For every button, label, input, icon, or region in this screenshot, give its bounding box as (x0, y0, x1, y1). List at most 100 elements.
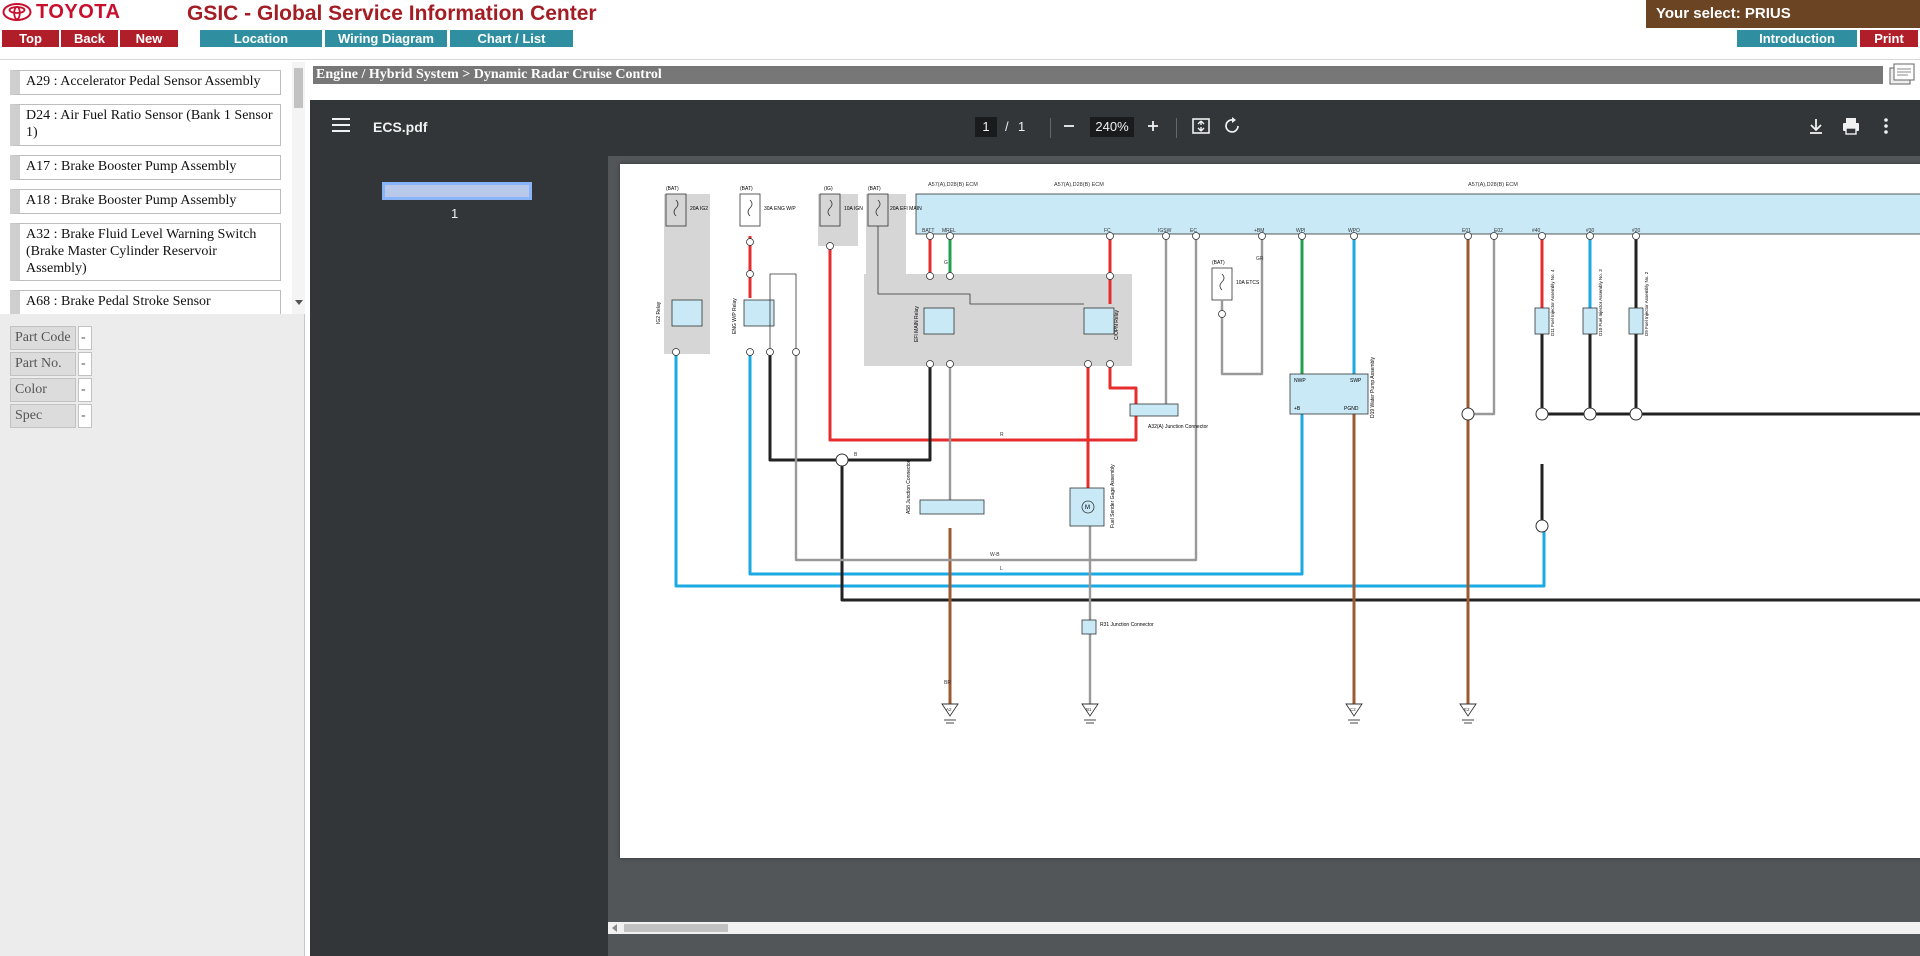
horizontal-scrollbar[interactable] (608, 922, 1920, 934)
toyota-logo[interactable]: TOYOTA (2, 0, 121, 23)
wire-black (1540, 334, 1920, 416)
fuse-name: 30A ENG W/P (764, 206, 796, 212)
pump-pin: NWP (1294, 378, 1306, 384)
splice-nodes (835, 407, 1643, 533)
injector-label: D9 Fuel Injector Assembly No. 2 (1644, 271, 1649, 336)
print-icon[interactable] (1840, 115, 1862, 137)
ecm-block (915, 193, 1920, 235)
ecm-pin-label: #40 (1532, 228, 1541, 234)
list-item[interactable]: A68 : Brake Pedal Stroke Sensor (10, 290, 281, 314)
wire-gray (1468, 236, 1496, 416)
wire-gray (794, 236, 1198, 562)
color-label: Color (10, 378, 76, 402)
chart-list-button[interactable]: Chart / List (450, 30, 573, 47)
zoom-out-icon[interactable] (1058, 115, 1080, 137)
fuse-name: 20A EFI MAIN (890, 206, 922, 212)
relay-group: IG2 Relay ENG W/P Relay EFI MAIN Relay C… (656, 298, 1120, 342)
ecm-pin-label: IGSW (1158, 228, 1172, 234)
component-label: A58 Junction Connector (906, 460, 912, 514)
list-item[interactable]: A18 : Brake Booster Pump Assembly (10, 189, 281, 214)
efi-fuse-group (866, 194, 906, 274)
spec-value: - (78, 404, 92, 428)
list-item[interactable]: A32 : Brake Fluid Level Warning Switch (… (10, 223, 281, 281)
left-panel: A29 : Accelerator Pedal Sensor Assembly … (0, 62, 305, 956)
injector-label: D10 Fuel Injector Assembly No. 3 (1598, 269, 1603, 336)
wire-code: B (854, 452, 858, 458)
menu-icon[interactable] (332, 118, 350, 132)
ecm-pin-label: MREL (942, 228, 956, 234)
fuse-source: (BAT) (868, 186, 881, 192)
print-button[interactable]: Print (1860, 30, 1918, 47)
scroll-down-icon[interactable] (295, 300, 303, 305)
ign-fuse-group (818, 194, 858, 246)
injector-label: D11 Fuel Injector Assembly No. 4 (1550, 269, 1555, 336)
introduction-button[interactable]: Introduction (1737, 30, 1857, 47)
scrollbar-thumb[interactable] (294, 68, 303, 108)
wire-code-labels: R G B L W-B BR GR (854, 256, 1264, 686)
wire-black (840, 460, 1920, 602)
fuse-source: (IG) (824, 186, 833, 192)
logo-text: TOYOTA (36, 0, 121, 23)
wire-black (768, 352, 932, 462)
pump-pin: +B (1294, 406, 1301, 412)
diagram-list-icon[interactable] (1888, 62, 1916, 86)
part-no-row: Part No. - (10, 352, 92, 378)
part-code-value: - (78, 326, 92, 350)
more-options-icon[interactable] (1875, 115, 1897, 137)
pdf-file-name: ECS.pdf (373, 119, 428, 135)
fuse-source: (BAT) (1212, 260, 1225, 266)
location-button[interactable]: Location (200, 30, 322, 47)
new-button[interactable]: New (120, 30, 178, 47)
fit-page-icon[interactable] (1190, 115, 1212, 137)
parts-list-scrollbar[interactable] (292, 62, 305, 314)
ig2-relay-group (664, 194, 710, 354)
wire-gray (1220, 236, 1264, 376)
wire-code: GR (1256, 256, 1264, 262)
part-code-row: Part Code - (10, 326, 92, 352)
list-item[interactable]: D24 : Air Fuel Ratio Sensor (Bank 1 Sens… (10, 104, 281, 146)
ecm-pin-label: WPI (1296, 228, 1305, 234)
fuse-name: 10A ETCS (1236, 280, 1260, 286)
wire-code: R (1000, 432, 1004, 438)
relay-label: EFI MAIN Relay (914, 306, 920, 342)
ecm-pin-label: E02 (1494, 228, 1503, 234)
total-pages: 1 (1018, 119, 1026, 134)
breadcrumb: Engine / Hybrid System > Dynamic Radar C… (313, 66, 1883, 84)
ground-label: A2 (946, 707, 952, 712)
pdf-page-area[interactable]: A57(A),D28(B) ECM A57(A),D28(B) ECM A57(… (608, 156, 1920, 956)
ecm-pin-label: BATT (922, 228, 934, 234)
wiring-diagram-button[interactable]: Wiring Diagram (325, 30, 447, 47)
app-title: GSIC - Global Service Information Center (187, 2, 597, 25)
parts-list[interactable]: A29 : Accelerator Pedal Sensor Assembly … (0, 62, 305, 314)
rotate-icon[interactable] (1222, 115, 1244, 137)
zoom-in-icon[interactable] (1142, 115, 1164, 137)
component-label: A32(A) Junction Connector (1148, 424, 1208, 430)
page-number-input[interactable]: 1 (975, 117, 997, 137)
thumbnail-label: 1 (451, 206, 459, 221)
pin-markers (672, 232, 1640, 368)
list-item[interactable]: A29 : Accelerator Pedal Sensor Assembly (10, 70, 281, 95)
page-thumbnail[interactable] (382, 182, 532, 200)
component-label: Fuel Sender Gage Assembly (1110, 464, 1116, 528)
back-button[interactable]: Back (61, 30, 118, 47)
ecm-pin-label: EC (1190, 228, 1197, 234)
color-row: Color - (10, 378, 92, 404)
zoom-level-input[interactable]: 240% (1090, 117, 1134, 137)
pump-pin: PGND (1344, 406, 1359, 412)
relay-label: IG2 Relay (656, 301, 662, 324)
color-value: - (78, 378, 92, 402)
wire-blue (748, 352, 1304, 576)
relay-label: C/OPN Relay (1114, 309, 1120, 340)
scroll-left-icon[interactable] (612, 924, 617, 932)
ground-label: E2 (1464, 707, 1470, 712)
fuse-source: (BAT) (740, 186, 753, 192)
ecm-pin-label: #20 (1632, 228, 1641, 234)
list-item[interactable]: A17 : Brake Booster Pump Assembly (10, 155, 281, 180)
wire-code: G (944, 260, 948, 266)
download-icon[interactable] (1805, 115, 1827, 137)
top-button[interactable]: Top (2, 30, 59, 47)
pdf-page: A57(A),D28(B) ECM A57(A),D28(B) ECM A57(… (620, 164, 1920, 858)
scrollbar-thumb[interactable] (624, 924, 728, 932)
ecm-pin-label: #30 (1586, 228, 1595, 234)
